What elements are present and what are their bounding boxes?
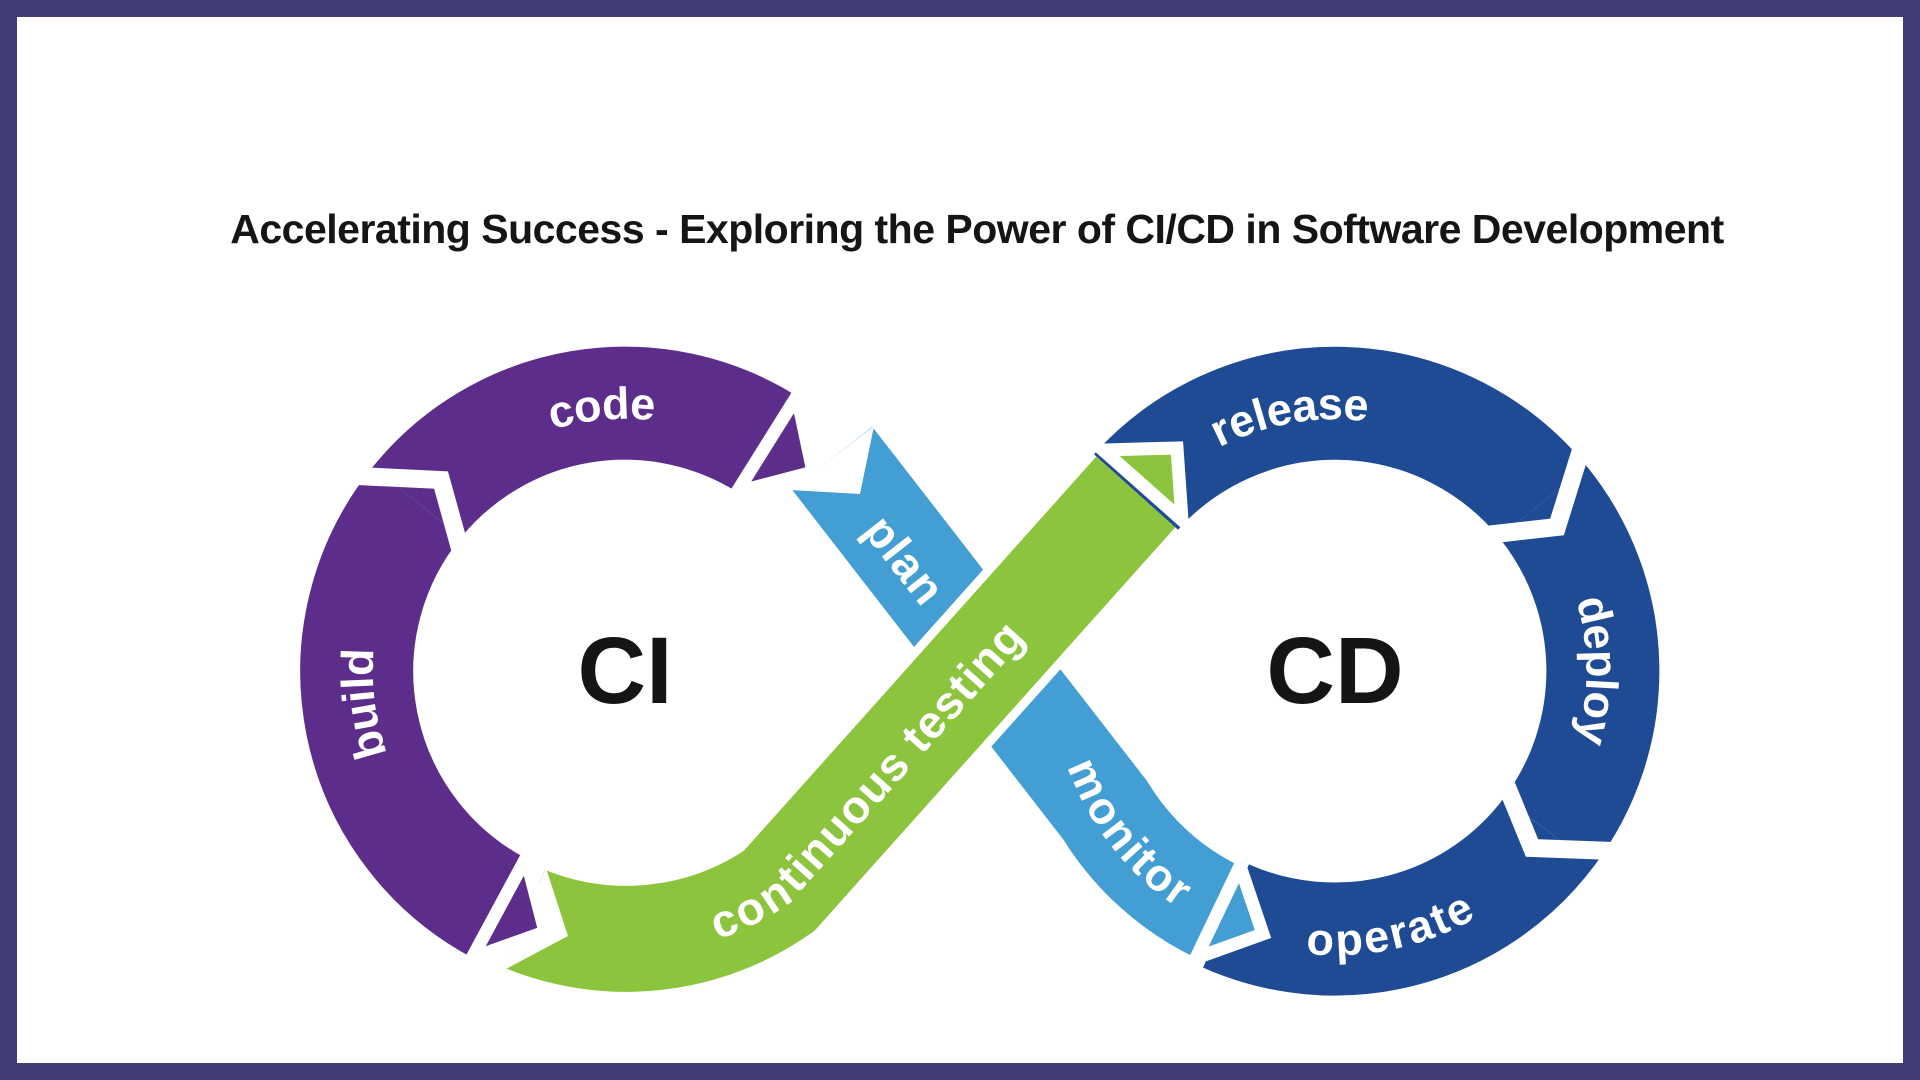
cd-ring-release-segment [1094,346,1587,539]
chevron-cut-build-code-icon [356,467,470,555]
code-arrowhead-icon [722,378,821,503]
cd-ring-deploy-segment [1498,466,1660,866]
monitor-arrowhead-icon [1183,848,1272,970]
chevron-cut-release-deploy-icon [1484,447,1590,544]
testing-arrowhead-icon [1086,441,1190,536]
page-title: Accelerating Success - Exploring the Pow… [230,206,1724,252]
ci-ring-build-segment [300,466,527,958]
cd-ring-operate-segment [1203,797,1595,996]
cd-center-label: CD [1266,618,1403,724]
plan-monitor-ribbon [791,426,1241,958]
ci-center-label: CI [578,618,673,724]
build-arrowhead-icon [458,840,553,970]
ci-ring-code-segment [373,346,797,539]
chevron-cut-deploy-operate-icon [1496,778,1614,860]
